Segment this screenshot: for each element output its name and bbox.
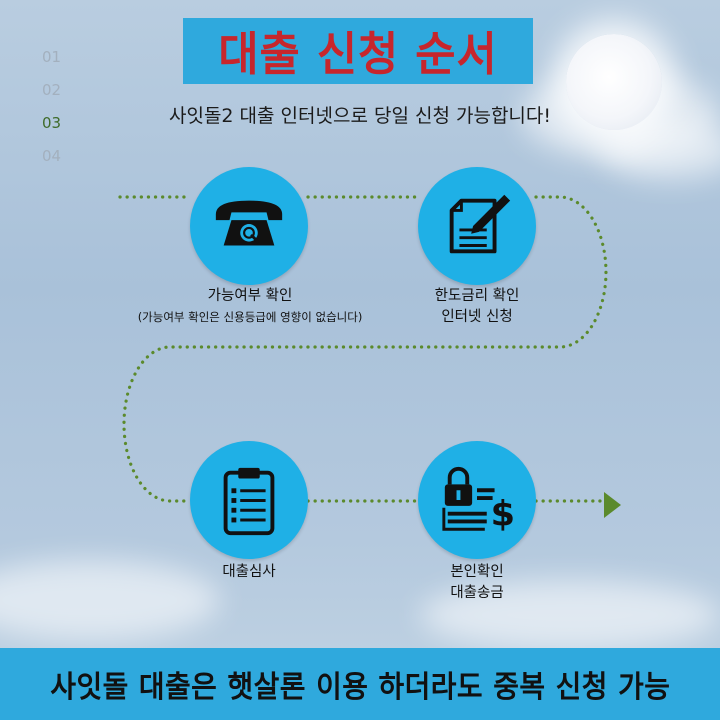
cloud bbox=[0, 560, 220, 640]
dotted-path bbox=[118, 195, 608, 503]
footer-text: 사잇돌 대출은 햇살론 이용 하더라도 중복 신청 가능 bbox=[49, 670, 671, 705]
step-1-icon-circle bbox=[190, 167, 308, 285]
telephone-icon bbox=[215, 200, 283, 246]
step-4-title: 본인확인 bbox=[450, 564, 504, 580]
step-2-icon-circle bbox=[418, 167, 536, 285]
moon-image bbox=[566, 34, 662, 130]
step-3-icon-circle bbox=[190, 441, 308, 559]
step-1-label: 가능여부 확인 (가능여부 확인은 신용등급에 영향이 없습니다) bbox=[110, 286, 390, 328]
step-3-title: 대출심사 bbox=[222, 564, 276, 580]
title-banner: 대출 신청 순서 bbox=[183, 18, 533, 84]
step-number-01: 01 bbox=[42, 48, 62, 66]
svg-text:$: $ bbox=[491, 493, 515, 534]
cloud bbox=[600, 120, 720, 180]
step-number-04: 04 bbox=[42, 147, 62, 165]
arrow-head-icon bbox=[604, 492, 621, 518]
step-4-label: 본인확인 대출송금 bbox=[387, 562, 567, 604]
page-subtitle: 사잇돌2 대출 인터넷으로 당일 신청 가능합니다! bbox=[168, 105, 552, 127]
document-pen-icon bbox=[449, 194, 511, 254]
footer-banner: 사잇돌 대출은 햇살론 이용 하더라도 중복 신청 가능 bbox=[0, 648, 720, 720]
lock-money-icon: $ bbox=[442, 466, 515, 534]
step-4-subtitle: 대출송금 bbox=[450, 585, 504, 601]
clipboard-checklist-icon bbox=[223, 467, 275, 536]
step-2-subtitle: 인터넷 신청 bbox=[441, 309, 513, 325]
step-4-icon-circle: $ bbox=[418, 441, 536, 559]
step-number-03: 03 bbox=[42, 114, 62, 132]
cloud bbox=[420, 580, 720, 650]
step-1-note: (가능여부 확인은 신용등급에 영향이 없습니다) bbox=[137, 310, 363, 324]
step-2-label: 한도금리 확인 인터넷 신청 bbox=[387, 286, 567, 328]
page-title: 대출 신청 순서 bbox=[218, 27, 498, 81]
step-2-title: 한도금리 확인 bbox=[434, 288, 520, 304]
step-1-title: 가능여부 확인 bbox=[207, 288, 293, 304]
step-number-02: 02 bbox=[42, 81, 62, 99]
step-3-label: 대출심사 bbox=[159, 562, 339, 583]
